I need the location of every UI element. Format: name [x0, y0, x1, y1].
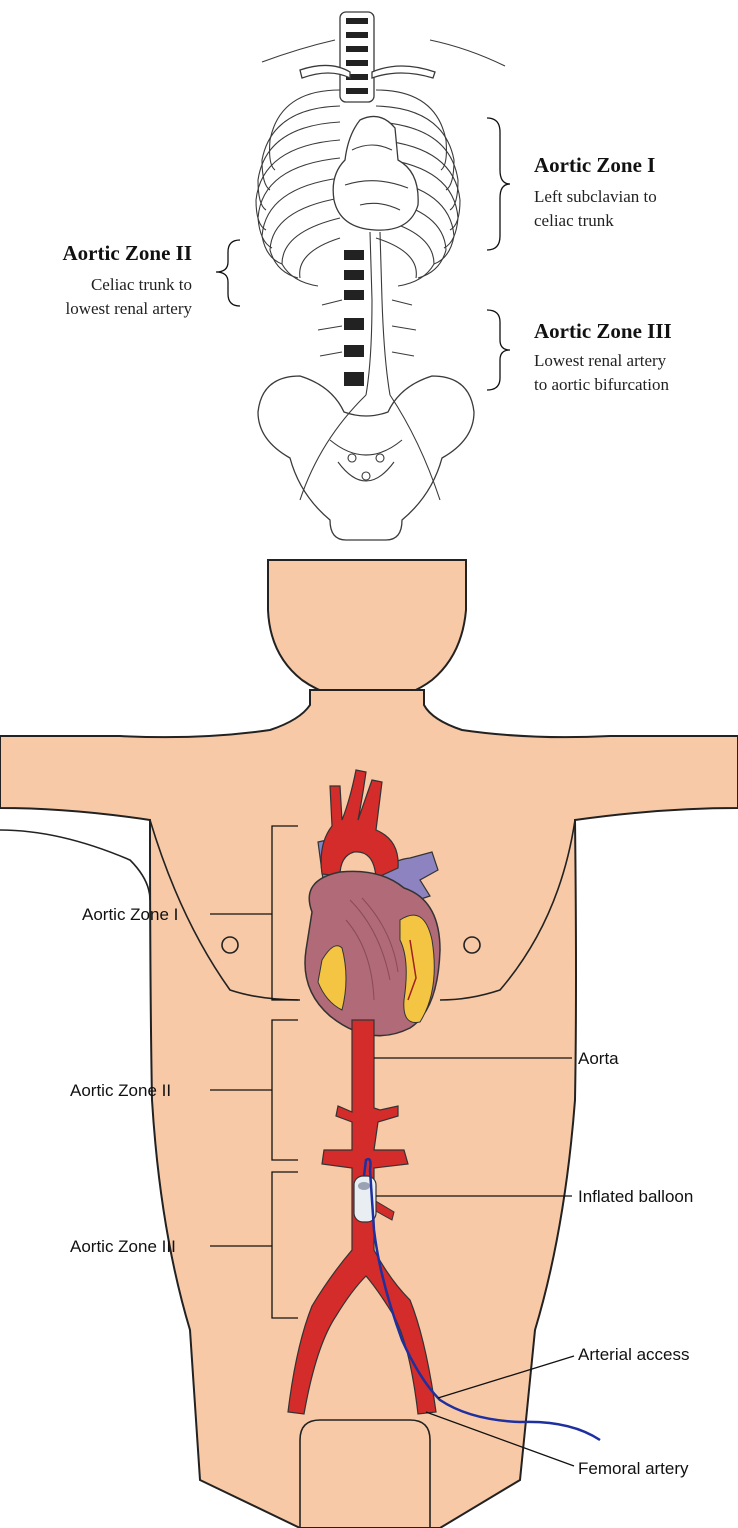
zone3-title: Aortic Zone III: [534, 319, 672, 343]
zone-label-2: Aortic Zone II: [70, 1081, 171, 1100]
pelvis: [258, 376, 474, 540]
callout-femoral-artery: Femoral artery: [578, 1459, 689, 1478]
zone-label-1: Aortic Zone I: [82, 905, 178, 924]
heart-outline: [333, 116, 418, 230]
zone3-annotation: Aortic Zone III Lowest renal artery to a…: [487, 310, 672, 394]
zone2-desc-line1: Celiac trunk to: [91, 275, 192, 294]
zone1-desc-line1: Left subclavian to: [534, 187, 657, 206]
zone2-desc-line2: lowest renal artery: [66, 299, 193, 318]
zone-label-3: Aortic Zone III: [70, 1237, 176, 1256]
zone2-annotation: Aortic Zone II Celiac trunk to lowest re…: [63, 240, 241, 318]
zone3-desc-line1: Lowest renal artery: [534, 351, 667, 370]
callout-aorta: Aorta: [578, 1049, 619, 1068]
zone1-annotation: Aortic Zone I Left subclavian to celiac …: [487, 118, 657, 250]
skeleton-illustration: [256, 12, 505, 540]
zone1-desc-line2: celiac trunk: [534, 211, 614, 230]
zone3-desc-line2: to aortic bifurcation: [534, 375, 670, 394]
callout-arterial-access: Arterial access: [578, 1345, 689, 1364]
callout-inflated-balloon: Inflated balloon: [578, 1187, 693, 1206]
zone1-title: Aortic Zone I: [534, 153, 655, 177]
zone2-title: Aortic Zone II: [63, 241, 193, 265]
